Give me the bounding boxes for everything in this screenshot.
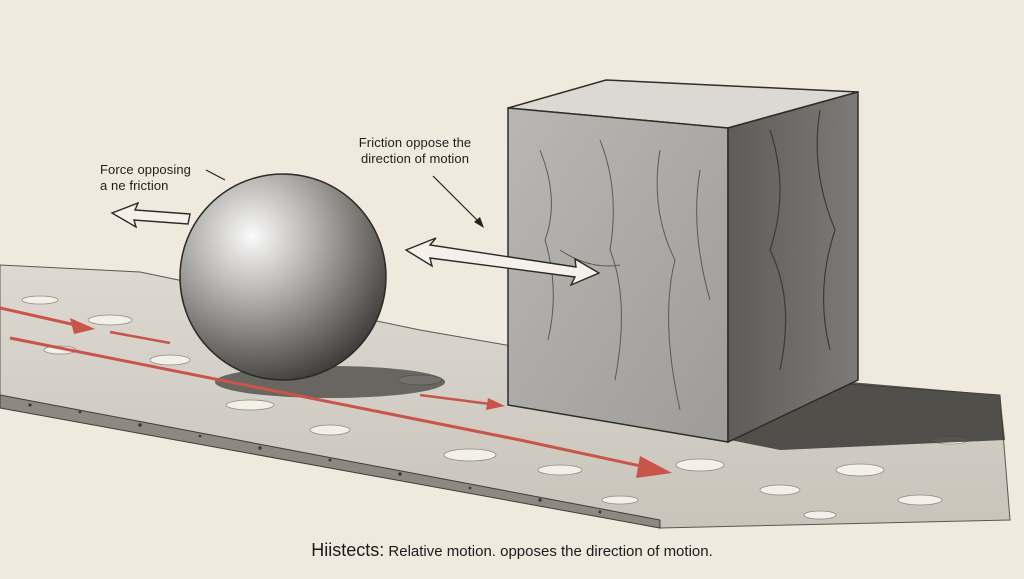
pointer-top-head	[474, 217, 484, 228]
sphere	[179, 173, 387, 381]
motion-arrows	[0, 306, 672, 478]
friction-label: Friction oppose the direction of motion	[335, 135, 495, 167]
friction-arrow-double	[404, 237, 601, 287]
force-label: Force opposing a ne friction	[100, 162, 220, 194]
force-label-line2: a ne friction	[100, 178, 169, 193]
block-cracks	[539, 139, 711, 411]
friction-label-line2: direction of motion	[360, 151, 470, 166]
stone-block	[507, 79, 859, 444]
friction-label-line1: Friction oppose the	[358, 135, 472, 150]
friction-arrow-left	[110, 201, 191, 229]
block-front	[507, 107, 729, 443]
force-label-line1: Force opposing	[100, 162, 192, 177]
pointer-left	[205, 169, 226, 181]
ground-pores	[28, 403, 602, 514]
caption-text: Relative motion. opposes the direction o…	[388, 543, 713, 560]
pointer-top	[432, 175, 482, 225]
caption: Hiistects: Relative motion. opposes the …	[0, 540, 1024, 561]
caption-lead: Hiistects:	[311, 540, 385, 560]
block-side	[727, 91, 859, 444]
block-side-cracks	[769, 109, 836, 371]
block-shadow	[730, 382, 1005, 450]
